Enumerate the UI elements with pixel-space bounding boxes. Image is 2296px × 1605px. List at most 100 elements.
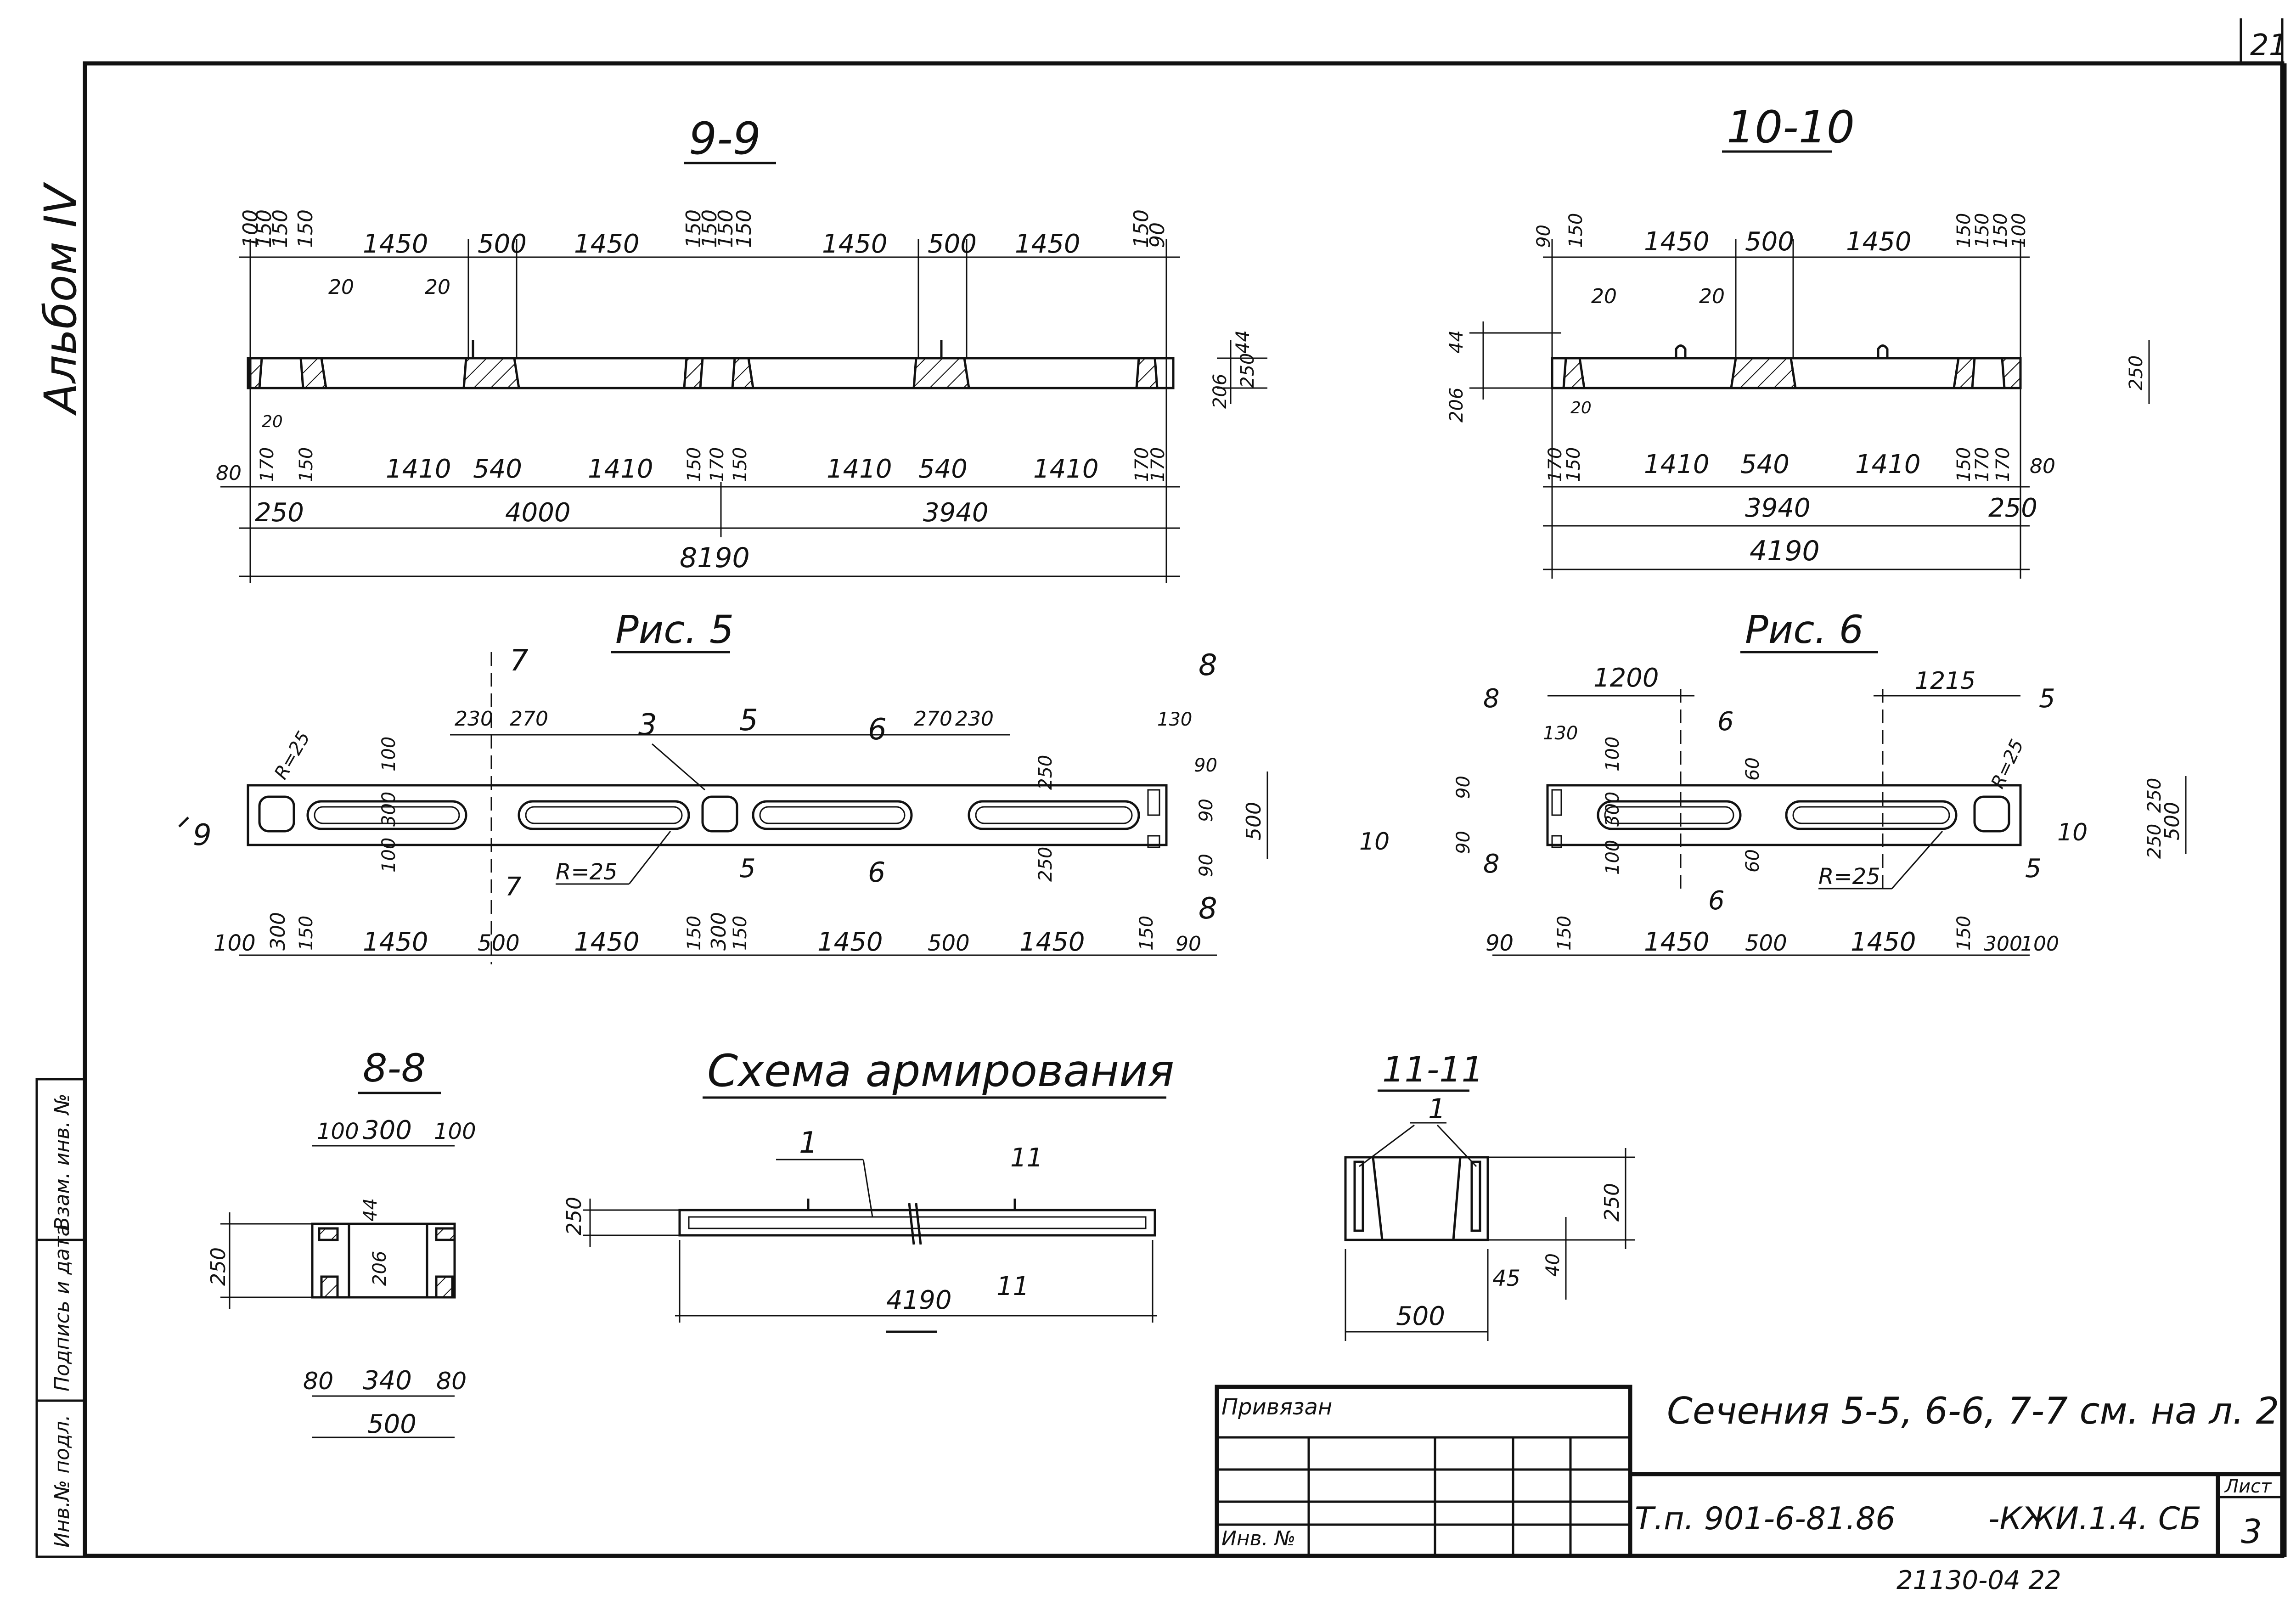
s99-bot-1410d: 1410 (1033, 454, 1099, 484)
fig5-bot-150d: 150 (1136, 916, 1157, 951)
section-8-8-title: 8-8 (363, 1046, 426, 1091)
s99-bot-20: 20 (262, 412, 283, 431)
fig5-bot-300a: 300 (266, 912, 290, 951)
fig5-bot-300b: 300 (707, 912, 731, 951)
fig5-bot-1450b: 1450 (574, 927, 640, 957)
s99-top-150b: 150 (269, 209, 292, 248)
fig6-bot-300: 300 (1984, 932, 2022, 956)
fig5-bot-90: 90 (1176, 932, 1201, 956)
s1010-bot-170c: 170 (1992, 447, 2014, 482)
s99-top-150c: 150 (294, 209, 317, 248)
fig5-v-100b: 100 (378, 838, 400, 873)
fig5-bot-150a: 150 (296, 916, 317, 951)
fig5-cut-6b: 6 (868, 856, 885, 889)
fig6-radius-a: R=25 (1818, 864, 1880, 890)
fig6-v-250a: 250 (2144, 778, 2165, 813)
side-stamp: Инв.№ подл. Подпись и дата Взам. инв. № (35, 1078, 86, 1558)
fig5-v-250a: 250 (1035, 755, 1056, 790)
section-9-9: 9-9 100 150 150 150 1450 500 (216, 113, 1267, 583)
title-block-designation: Т.п. 901-6-81.86 (1635, 1501, 1896, 1537)
fig6-top-130: 130 (1543, 723, 1578, 744)
s99-bot-170d: 170 (1148, 447, 1169, 482)
fig5-bot-500a: 500 (478, 930, 520, 956)
fig5-v-500: 500 (1242, 802, 1266, 840)
s88-top-300: 300 (363, 1115, 412, 1145)
s1111-dim-250: 250 (1600, 1183, 1624, 1222)
fig5-top-230b: 230 (955, 707, 994, 731)
fig6-bot-90: 90 (1486, 930, 1514, 956)
s1010-right-250: 250 (2126, 355, 2147, 390)
s88-top-100a: 100 (317, 1119, 359, 1144)
fig6-bot-500: 500 (1745, 930, 1787, 956)
fig6-top-1215: 1215 (1915, 667, 1975, 695)
s99-bot-150c: 150 (730, 447, 751, 482)
s1010-bot-170b: 170 (1972, 447, 1993, 482)
s99-bot-1410b: 1410 (588, 454, 653, 484)
fig6-v-100b: 100 (1602, 840, 1623, 875)
section-8-8: 8-8 100 300 100 44 206 250 80 340 80 500 (207, 1046, 476, 1439)
s99-bot-1410a: 1410 (386, 454, 451, 484)
s99-top-1450b: 1450 (574, 229, 640, 259)
s88-bot-80a: 80 (303, 1368, 333, 1395)
s99-top-1450d: 1450 (1015, 229, 1080, 259)
fig5-top-130: 130 (1157, 709, 1192, 730)
fig5-bot-150b: 150 (684, 916, 705, 951)
fig5-radius-b: R=25 (556, 859, 618, 885)
s88-top-100b: 100 (434, 1119, 476, 1144)
s99-total: 8190 (680, 542, 750, 574)
s99-notch-20a: 20 (328, 276, 354, 299)
fig6-cut-10b: 10 (2057, 819, 2088, 846)
s99-bot-150b: 150 (684, 447, 705, 482)
fig5-cut-7b: 7 (505, 872, 522, 902)
s99-notch-20b: 20 (425, 276, 450, 299)
s99-right-206: 206 (1210, 374, 1231, 409)
fig5-v-250b: 250 (1035, 847, 1056, 882)
fig6-v-90a: 90 (1453, 776, 1474, 799)
fig5-radius-a: R=25 (270, 728, 315, 783)
fig5-bot-1450c: 1450 (817, 927, 883, 957)
s1010-left-44: 44 (1446, 330, 1467, 354)
fig6-bot-100: 100 (2020, 932, 2059, 956)
fig6-top-1200: 1200 (1593, 663, 1659, 693)
s99-bot-170c: 170 (1131, 447, 1153, 482)
s99-bot-150a: 150 (296, 447, 317, 482)
fig5-cut-9: 9 (193, 818, 212, 852)
figure-5: Рис. 5 7 7 5 5 6 6 8 8 9 3 R=25 R=25 (178, 607, 1268, 964)
fig6-cut-8b: 8 (1483, 849, 1500, 879)
s1010-top-100: 100 (2009, 213, 2030, 248)
side-stamp-replace: Взам. инв. № (51, 1093, 74, 1231)
fig5-top-90: 90 (1194, 755, 1217, 776)
s99-top-150e: 150 (698, 209, 721, 248)
fig6-cut-6b: 6 (1708, 886, 1725, 916)
reinforcement-title: Схема армирования (707, 1045, 1174, 1097)
fig6-bot-150b: 150 (1953, 916, 1975, 951)
fig5-cut-7a: 7 (510, 644, 529, 678)
title-block-designation-suffix: -КЖИ.1.4. СБ (1988, 1501, 2201, 1537)
fig5-cut-8a: 8 (1199, 648, 1217, 682)
s1010-bot-80: 80 (2030, 455, 2055, 478)
sheet-frame (83, 18, 2287, 1558)
s1010-span-3940: 3940 (1745, 493, 1811, 523)
s1111-leader-1: 1 (1428, 1093, 1446, 1125)
reinforcement-cut-11b: 11 (996, 1272, 1029, 1301)
fig6-v-90b: 90 (1453, 831, 1474, 854)
fig6-v-60a: 60 (1742, 757, 1763, 781)
s1010-top-150d: 150 (1990, 213, 2011, 248)
s1010-bot-150a: 150 (1563, 447, 1584, 482)
s99-top-150a: 150 (253, 209, 276, 248)
s99-span-250: 250 (255, 498, 304, 528)
s99-right-250: 250 (1237, 353, 1258, 388)
s99-top-100: 100 (239, 209, 262, 248)
fig5-leader-3: 3 (638, 708, 657, 742)
reinforcement-length: 4190 (886, 1285, 952, 1315)
fig6-bot-150a: 150 (1554, 916, 1575, 951)
page-number: 21 (2250, 28, 2287, 62)
s1010-bot-540: 540 (1740, 450, 1790, 479)
s1111-width-500: 500 (1396, 1301, 1445, 1331)
section-11-11-title: 11-11 (1382, 1049, 1484, 1090)
figure-6: Рис. 6 8 8 6 6 5 5 10 10 R=25 R=25 1200 … (1359, 607, 2187, 957)
fig5-cut-6a: 6 (868, 713, 887, 747)
fig6-v-250b: 250 (2144, 824, 2165, 859)
s1010-top-500: 500 (1745, 227, 1794, 257)
fig6-cut-8a: 8 (1483, 684, 1500, 714)
